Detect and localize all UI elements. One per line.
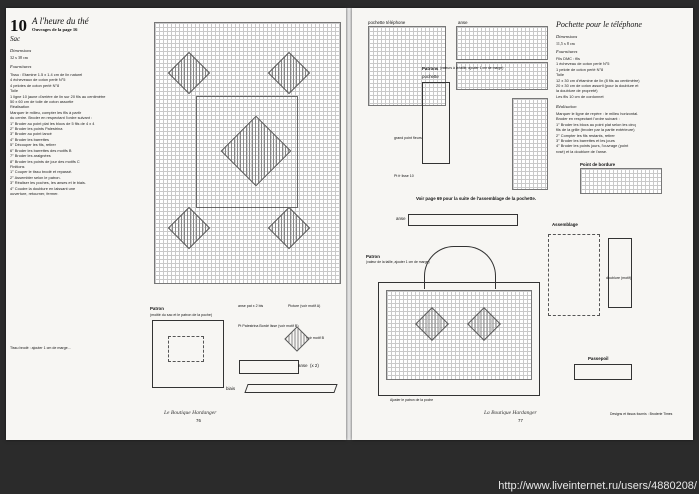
left-page-number: 76 [196, 418, 201, 423]
motif-a [284, 326, 310, 352]
patron-note-2: (valeur de la taille, ajouter 1 cm de ma… [366, 260, 430, 264]
patron-outline [152, 320, 224, 388]
passepoil-diagram [574, 364, 632, 380]
anse-label: anse [298, 363, 308, 368]
pochette-pattern [422, 82, 450, 164]
right-section-realisation: Réalisation [556, 104, 577, 109]
credit-text: Designs et tissus fournis : Broderie Tim… [610, 412, 673, 416]
bag-chart-grid [386, 290, 532, 380]
pocket-outline [168, 336, 204, 362]
left-page: 10 A l'heure du thé Ouvrages de la page … [6, 8, 346, 440]
legend-6: voir motif B [306, 336, 324, 340]
side-chart-grid [512, 98, 548, 190]
bottom-note: Ajuster le patron de la poche [390, 398, 434, 402]
passepoil-label: Passepoil [588, 356, 609, 361]
right-dims: 11,5 x 8 cm [556, 41, 575, 46]
assemblage-diagram [548, 234, 600, 316]
anse-label-2: anse [396, 216, 406, 221]
item-title: Sac [10, 35, 21, 43]
doublure-label: doublure (motif) [606, 276, 632, 280]
assemblage-side [608, 238, 632, 308]
legend-2: Pt Palestrina Bordé lisse (voir motif B) [238, 324, 299, 328]
finish-note: Tissu brodé : ajouter 1 cm de marge... [10, 346, 71, 350]
anse-chart-grid-2 [456, 62, 548, 90]
section-fournitures: Fournitures [10, 64, 32, 69]
biais-strip [244, 384, 338, 393]
left-footer: Le Boutique Hardanger [164, 410, 217, 416]
label-pochette-telephone: pochette téléphone [368, 20, 406, 25]
pattern-title: A l'heure du thé [32, 16, 89, 26]
octagon-frame [196, 96, 298, 208]
pattern-number: 10 [10, 16, 27, 35]
left-body-text: Tissu : Etamine 1.5 x 1.4 cm de lin natu… [10, 72, 106, 196]
right-page-number: 77 [518, 418, 523, 423]
right-section-fournitures: Fournitures [556, 49, 578, 54]
anse-chart-grid [456, 26, 548, 60]
pattern-subtitle: Ouvrages de la page 16 [32, 27, 78, 32]
anse-strip [239, 360, 299, 374]
patrons-note: (valeurs à la taille, ajouter 1 cm de ma… [440, 66, 504, 70]
motif-label: grand point fleurs [394, 136, 422, 140]
point-bordure-grid [580, 168, 662, 194]
assemblage-label: Assemblage [552, 222, 578, 227]
dimensions-value: 32 x 38 cm [10, 55, 28, 60]
right-supplies: Fils DMC : fils 1 écheveau de coton perl… [556, 56, 640, 99]
fil-label: Pt fr lisse 10 [394, 174, 414, 178]
pochette-chart-grid [368, 26, 446, 106]
legend-0: anse pat x 2 bis [238, 304, 264, 308]
section-dimensions: Dimensions [10, 48, 32, 53]
label-anse-1: anse [458, 20, 468, 25]
book-gutter [344, 8, 354, 440]
voir-note: Voir page 69 pour la suite de l'assembla… [416, 196, 537, 201]
legend-1: Picture (voir motif A) [288, 304, 321, 308]
watermark-url: http://www.liveinternet.ru/users/4880208… [498, 480, 697, 492]
anse-count: (x 2) [310, 363, 319, 368]
right-section-dimensions: Dimensions [556, 34, 578, 39]
biais-label: biais [226, 386, 236, 391]
right-page: pochette téléphone anse Patrons (valeurs… [352, 8, 693, 440]
bag-handle [424, 246, 496, 289]
right-footer: La Boutique Hardanger [484, 410, 537, 416]
point-bordure-label: Point de bordure [580, 162, 616, 167]
bag-pattern-outline [378, 282, 540, 396]
anse-strip-2 [408, 214, 518, 226]
right-realisation: Marquer le ligne de repère : le milieu h… [556, 111, 639, 154]
pochette-label: pochette [422, 74, 439, 79]
right-title: Pochette pour le téléphone [556, 20, 642, 29]
patron-label-2: Patron [366, 254, 380, 259]
patron-label: Patron [150, 306, 164, 311]
patron-note: (moitié du sac et le patron de la poche) [150, 313, 213, 317]
patrons-label: Patrons [422, 66, 439, 71]
